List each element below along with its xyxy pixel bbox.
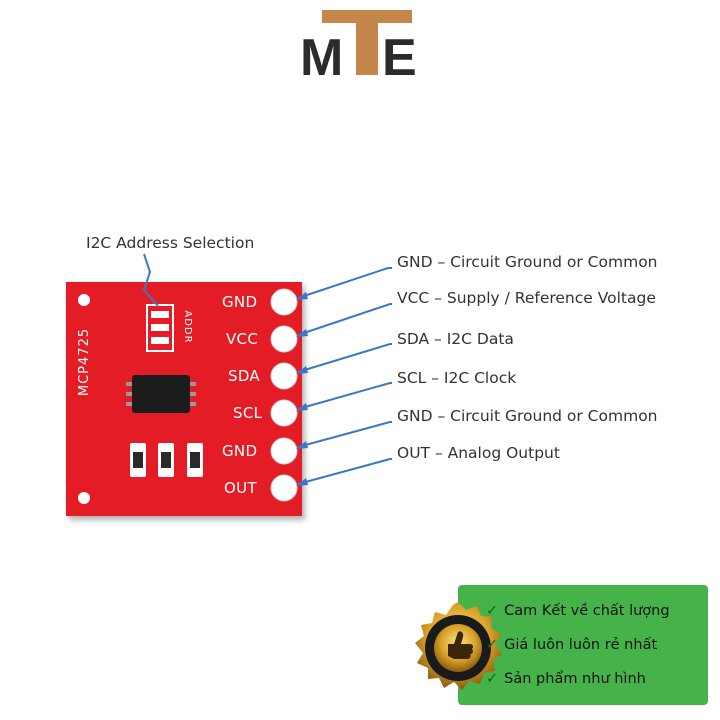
logo-letter-e: E <box>382 29 417 87</box>
pin-label-scl: SCL <box>233 404 263 422</box>
pin-label-sda: SDA <box>228 367 260 385</box>
pin-pad <box>270 325 298 353</box>
logo-t-stem <box>356 23 378 75</box>
logo-letter-m: M <box>300 29 343 87</box>
arrowhead <box>296 403 308 411</box>
arrowhead <box>296 478 308 486</box>
callout-line <box>297 267 392 299</box>
banner-item-as-pictured: ✓ Sản phẩm như hình <box>486 671 646 687</box>
banner-item-text: Giá luôn luôn rẻ nhất <box>504 637 658 653</box>
mounting-hole <box>78 294 90 306</box>
dac-ic <box>126 375 196 413</box>
pin-label-vcc: VCC <box>226 330 259 348</box>
promo-banner <box>458 585 708 705</box>
arrowhead <box>296 329 308 337</box>
address-pointer-line <box>142 253 159 307</box>
banner-item-text: Sản phẩm như hình <box>504 671 646 687</box>
logo-t-bar <box>322 10 412 23</box>
arrowhead <box>296 292 308 300</box>
check-icon: ✓ <box>486 671 499 687</box>
callout-lines <box>297 267 392 485</box>
callout-arrowheads <box>296 292 308 486</box>
pin-pad <box>270 437 298 465</box>
callout-line <box>297 343 392 373</box>
banner-item-text: Cam Kết về chất lượng <box>504 603 670 619</box>
callout-gnd: GND – Circuit Ground or Common <box>397 253 658 271</box>
banner-item-quality: ✓ Cam Kết về chất lượng <box>486 603 670 619</box>
pin-pad <box>270 288 298 316</box>
pin-label-out: OUT <box>224 479 257 497</box>
chip-label: MCP4725 <box>77 327 92 397</box>
callout-line <box>297 421 392 448</box>
address-jumper <box>146 304 174 352</box>
pin-label-gnd: GND <box>222 293 258 311</box>
pin-pad <box>270 399 298 427</box>
callout-sda: SDA – I2C Data <box>397 330 514 348</box>
callout-vcc: VCC – Supply / Reference Voltage <box>397 289 656 307</box>
callout-line <box>297 458 392 485</box>
banner-item-price: ✓ Giá luôn luôn rẻ nhất <box>486 637 657 653</box>
callout-scl: SCL – I2C Clock <box>397 369 517 387</box>
check-icon: ✓ <box>486 603 499 619</box>
smd-components <box>130 443 203 477</box>
pin-label-gnd-2: GND <box>222 442 258 460</box>
thumbs-up-quality-seal-icon <box>415 602 502 690</box>
callout-line <box>297 382 392 410</box>
arrowhead <box>296 366 308 374</box>
pin-pad <box>270 362 298 390</box>
arrowhead <box>296 441 308 449</box>
check-icon: ✓ <box>486 637 499 653</box>
pin-pad <box>270 474 298 502</box>
callout-gnd-2: GND – Circuit Ground or Common <box>397 407 658 425</box>
mounting-hole <box>78 492 90 504</box>
logo-mark: M E <box>300 10 417 87</box>
pin-pads <box>270 288 298 502</box>
callout-out: OUT – Analog Output <box>397 444 560 462</box>
addr-label: ADDR <box>182 310 193 344</box>
address-selection-title: I2C Address Selection <box>86 234 255 252</box>
callout-line <box>297 303 392 336</box>
